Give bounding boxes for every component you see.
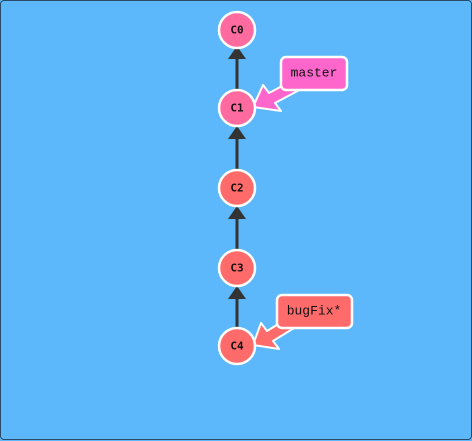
- commit-edges: [228, 46, 246, 329]
- branch-master-box: [279, 55, 349, 92]
- commit-c4[interactable]: C4: [217, 326, 257, 366]
- branch-bugfix-label: bugFix*: [287, 304, 342, 319]
- commit-c2-circle: [217, 168, 257, 208]
- edge-c4-c3-arrowhead: [228, 286, 246, 299]
- branch-master-label: master: [291, 66, 338, 81]
- commit-c4-label: C4: [230, 340, 244, 353]
- edge-c3-c2-arrowhead: [228, 206, 246, 219]
- edge-c1-c0-arrowhead: [228, 46, 246, 59]
- commit-c2-label: C2: [230, 182, 243, 195]
- commit-c1-label: C1: [230, 102, 244, 115]
- branch-master[interactable]: master: [252, 55, 349, 112]
- commit-c0[interactable]: C0: [217, 10, 257, 50]
- branch-bugfix[interactable]: bugFix*: [252, 293, 354, 350]
- commit-c3-circle: [217, 248, 257, 288]
- commit-c2[interactable]: C2: [217, 168, 257, 208]
- commit-c0-circle: [217, 10, 257, 50]
- commit-c0-label: C0: [230, 24, 243, 37]
- commit-c3[interactable]: C3: [217, 248, 257, 288]
- commit-c1-circle: [217, 88, 257, 128]
- commit-c1[interactable]: C1: [217, 88, 257, 128]
- edge-c2-c1-arrowhead: [228, 126, 246, 139]
- commit-c4-circle: [217, 326, 257, 366]
- commit-c3-label: C3: [230, 262, 243, 275]
- branch-bugfix-box: [275, 293, 354, 330]
